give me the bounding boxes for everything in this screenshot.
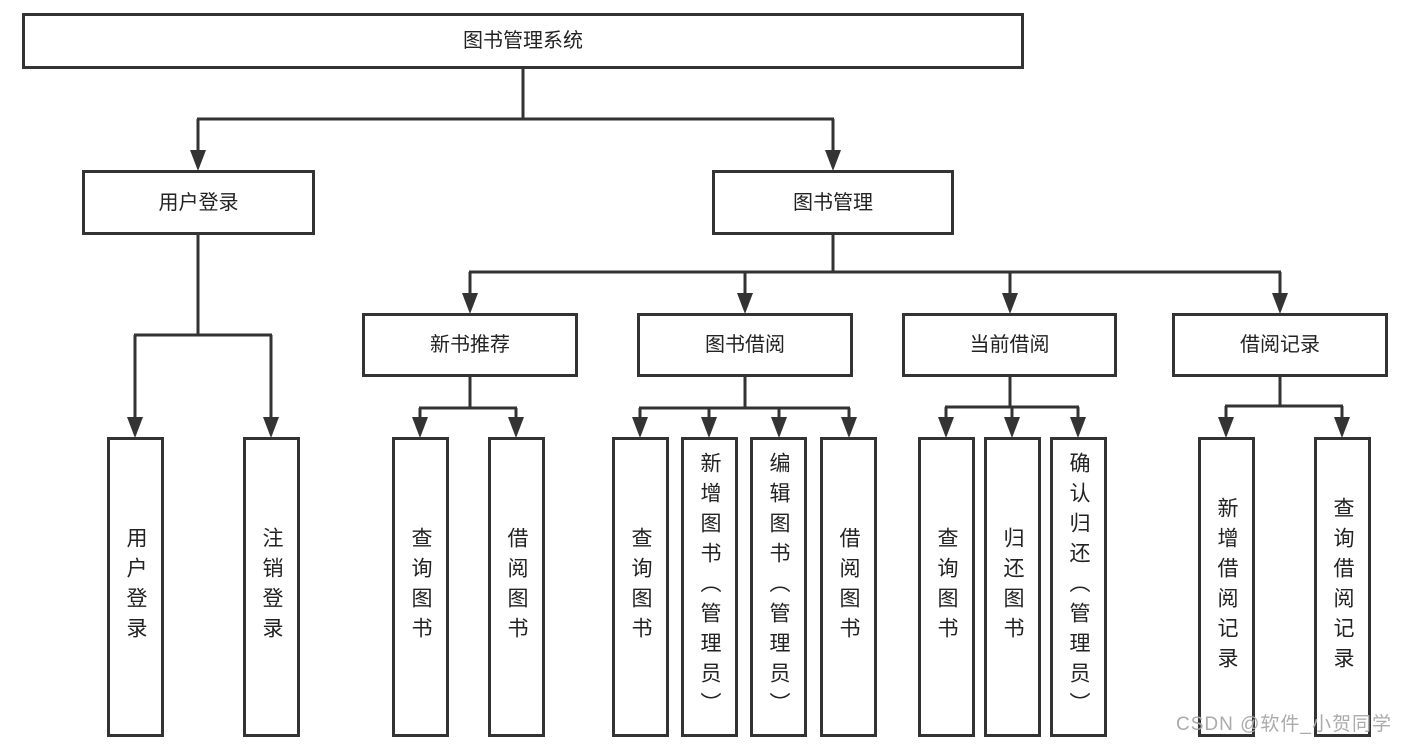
node-label: 图书管理 bbox=[793, 191, 873, 214]
arrow-down-icon bbox=[701, 417, 717, 438]
node-label: 注销登录 bbox=[260, 527, 283, 647]
node-label: 查询借阅记录 bbox=[1331, 497, 1354, 677]
node-label: 借阅记录 bbox=[1240, 334, 1320, 356]
node-label: 编辑图书（管理员） bbox=[767, 452, 790, 722]
node-label: 查询图书 bbox=[935, 527, 958, 647]
tree-branch-lines bbox=[133, 69, 1344, 419]
leaf-return-books: 归还图书 bbox=[984, 437, 1041, 737]
arrow-down-icon bbox=[1272, 293, 1288, 314]
arrow-down-icon bbox=[771, 417, 787, 438]
node-book-management: 图书管理 bbox=[712, 170, 954, 235]
leaf-search-books-current: 查询图书 bbox=[918, 437, 975, 737]
node-label: 新书推荐 bbox=[430, 334, 510, 356]
node-label: 借阅图书 bbox=[505, 527, 528, 647]
node-new-book-recommend: 新书推荐 bbox=[362, 313, 578, 377]
leaf-user-login: 用户登录 bbox=[107, 437, 164, 737]
leaf-edit-books-admin: 编辑图书（管理员） bbox=[750, 437, 807, 737]
arrow-down-icon bbox=[841, 417, 857, 438]
arrow-down-icon bbox=[1070, 417, 1086, 438]
arrow-down-icon bbox=[632, 417, 648, 438]
leaf-add-books-admin: 新增图书（管理员） bbox=[681, 437, 738, 737]
arrow-down-icon bbox=[190, 150, 206, 171]
node-book-borrowing: 图书借阅 bbox=[637, 313, 853, 377]
arrow-down-icon bbox=[1004, 417, 1020, 438]
arrow-down-icon bbox=[1218, 417, 1234, 438]
leaf-search-books-borrowing: 查询图书 bbox=[612, 437, 669, 737]
node-label: 查询图书 bbox=[629, 527, 652, 647]
node-label: 归还图书 bbox=[1001, 527, 1024, 647]
leaf-confirm-return-admin: 确认归还（管理员） bbox=[1050, 437, 1107, 737]
node-label: 查询图书 bbox=[409, 527, 432, 647]
arrow-down-icon bbox=[1002, 293, 1018, 314]
node-label: 图书借阅 bbox=[705, 334, 785, 356]
watermark: CSDN @软件_小贺同学 bbox=[1176, 714, 1392, 735]
node-label: 当前借阅 bbox=[969, 334, 1050, 356]
node-label: 借阅图书 bbox=[837, 527, 860, 647]
node-borrowing-records: 借阅记录 bbox=[1172, 313, 1388, 377]
arrow-down-icon bbox=[462, 293, 478, 314]
arrow-down-icon bbox=[1334, 417, 1350, 438]
leaf-search-borrow-record: 查询借阅记录 bbox=[1314, 437, 1371, 737]
node-current-borrowing: 当前借阅 bbox=[902, 313, 1117, 377]
leaf-logout: 注销登录 bbox=[243, 437, 300, 737]
node-library-management-system: 图书管理系统 bbox=[22, 13, 1024, 69]
node-label: 用户登录 bbox=[158, 191, 239, 214]
node-label: 确认归还（管理员） bbox=[1067, 452, 1090, 722]
leaf-borrow-books: 借阅图书 bbox=[820, 437, 877, 737]
node-label: 新增借阅记录 bbox=[1215, 497, 1238, 677]
leaf-add-borrow-record: 新增借阅记录 bbox=[1198, 437, 1255, 737]
arrow-down-icon bbox=[508, 417, 524, 438]
node-label: 图书管理系统 bbox=[463, 30, 583, 52]
arrow-down-icon bbox=[938, 417, 954, 438]
node-label: 新增图书（管理员） bbox=[698, 452, 721, 722]
leaf-borrow-books-recommend: 借阅图书 bbox=[488, 437, 545, 737]
arrow-down-icon bbox=[263, 417, 279, 438]
arrow-down-icon bbox=[412, 417, 428, 438]
arrow-down-icon bbox=[127, 417, 143, 438]
node-label: 用户登录 bbox=[124, 527, 147, 647]
arrow-down-icon bbox=[737, 293, 753, 314]
leaf-search-books-recommend: 查询图书 bbox=[392, 437, 449, 737]
node-user-login: 用户登录 bbox=[82, 170, 315, 235]
arrow-down-icon bbox=[825, 150, 841, 171]
arrowhead-icons bbox=[127, 150, 1350, 438]
